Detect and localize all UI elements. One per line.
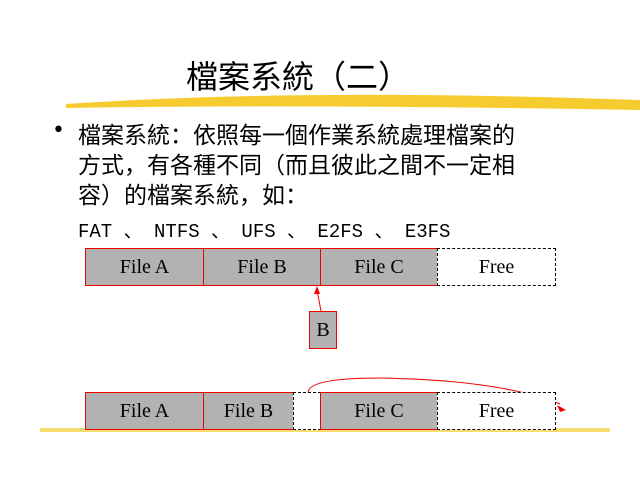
bottom-gap	[293, 392, 321, 430]
bottom-file-b: File B	[203, 392, 294, 430]
bottom-free: Free	[437, 392, 556, 430]
bottom-file-a: File A	[85, 392, 204, 430]
top-free: Free	[437, 248, 556, 286]
bullet-line-3: 容）的檔案系統，如：	[78, 183, 308, 209]
bullet-line-1: 檔案系統：依照每一個作業系統處理檔案的	[78, 123, 515, 149]
arrowhead	[314, 286, 320, 294]
bottom-file-c: File C	[320, 392, 438, 430]
top-file-a: File A	[85, 248, 204, 286]
slide-title: 檔案系統（二）	[186, 58, 411, 96]
move-arrowhead	[557, 405, 566, 412]
top-file-b: File B	[203, 248, 321, 286]
new-block-b: B	[309, 311, 337, 349]
bullet-line-2: 方式，有各種不同（而且彼此之間不一定相	[78, 153, 515, 179]
top-file-c: File C	[320, 248, 438, 286]
bullet-icon: •	[52, 118, 65, 143]
filesystem-list: FAT 、 NTFS 、 UFS 、 E2FS 、 E3FS	[78, 221, 451, 243]
title-underline-stroke	[66, 94, 640, 110]
